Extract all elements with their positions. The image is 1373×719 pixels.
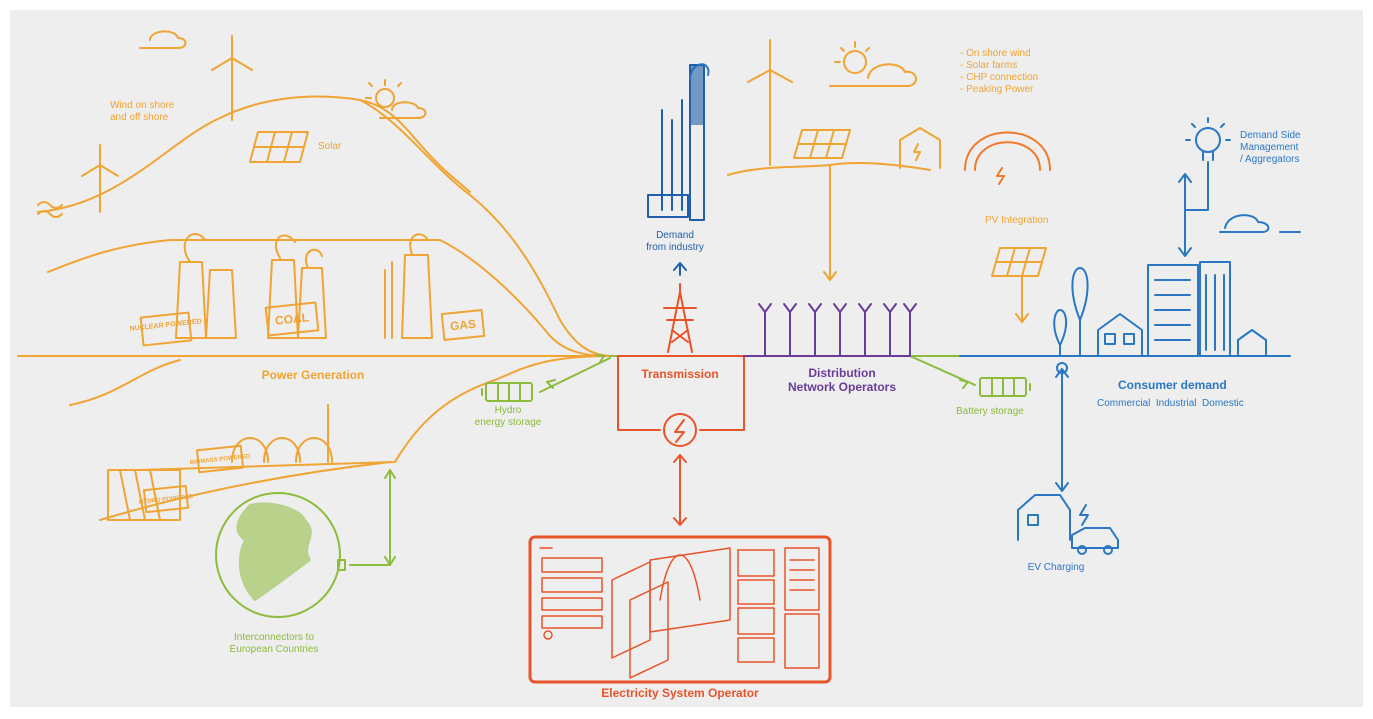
transmission-label: Transmission (641, 367, 719, 381)
hydro-sign (142, 484, 190, 514)
office-building-icon (1147, 261, 1231, 357)
nuclear-sign (139, 311, 193, 347)
lightbulb-icon (1185, 117, 1231, 161)
tree-icon (1053, 267, 1089, 357)
ev-link-arrow (1055, 368, 1069, 492)
interconnector-arrows (384, 469, 396, 566)
peaking-plant-icon (964, 131, 1051, 185)
distribution-pole-row (758, 303, 917, 357)
power-generation-label: Power Generation (261, 368, 365, 382)
cloud-icon (139, 30, 187, 49)
gas-sign-label: GAS (449, 317, 476, 334)
dno-down-arrow (823, 164, 837, 281)
house-icon (1237, 329, 1267, 357)
house-icon (1017, 494, 1071, 541)
sun-icon (834, 41, 870, 74)
consumer-types-label: Commercial Industrial Domestic (1097, 398, 1244, 409)
biomass-plant-icon (231, 404, 333, 463)
hydro-storage-arrows (546, 354, 605, 389)
chimney-icon (384, 233, 433, 339)
industry-chimney-fill (690, 65, 704, 125)
lightning-bolt (674, 419, 685, 443)
transmission-loop (617, 355, 745, 431)
eso-label: Electricity System Operator (601, 686, 759, 700)
wind-turbine-icon (81, 144, 119, 213)
pylon-icon (663, 283, 697, 353)
top-hill-line (37, 95, 471, 213)
solar-panel-icon (793, 129, 851, 159)
demand-side-label: Demand Side Management / Aggregators (1240, 130, 1301, 165)
house-icon (1097, 313, 1143, 357)
ev-charging-label: EV Charging (1027, 562, 1085, 573)
gas-sign (440, 308, 486, 342)
europe-map-icon (236, 502, 312, 601)
lower-hill-line (69, 359, 181, 406)
biomass-sign (195, 444, 245, 474)
pv-integration-label: PV Integration (985, 215, 1049, 226)
hydro-branch-line (99, 461, 391, 521)
wind-turbine-icon (211, 35, 253, 121)
chp-building-icon (899, 127, 941, 169)
biomass-branch-line (139, 355, 611, 471)
cloud-icon (829, 63, 917, 87)
interconnectors-label: Interconnectors to European Countries (229, 632, 319, 655)
diagram-background (10, 10, 1363, 707)
wind-turbine-icon (747, 39, 793, 166)
battery-icon (481, 382, 533, 402)
cooling-tower-icon (175, 233, 237, 339)
globe-icon (215, 492, 341, 618)
electric-car-icon (1071, 504, 1119, 555)
solar-label: Solar (318, 141, 342, 152)
coal-sign-label: COAL (274, 310, 309, 327)
solar-panel-icon (991, 247, 1047, 323)
distribution-label: Distribution Network Operators (787, 366, 897, 394)
coal-sign (264, 301, 320, 337)
dashboard-panels (539, 547, 820, 679)
cooling-tower-icon (267, 234, 327, 339)
cloud-icon (1219, 214, 1270, 233)
lightning-icon (663, 413, 697, 447)
middle-hill-line (47, 239, 611, 357)
hydro-sign-label: HYDRO POWERED (139, 494, 194, 506)
battery-storage-label: Battery storage (956, 406, 1024, 417)
demand-industry-label: Demand from industry (646, 230, 704, 253)
hydro-storage-label: Hydro energy storage (474, 405, 542, 428)
solar-panel-icon (249, 131, 309, 163)
sea-wave-icon (37, 201, 63, 218)
demand-side-arrow (1178, 161, 1209, 257)
eso-link-arrow (673, 454, 687, 526)
consumer-demand-label: Consumer demand (1118, 378, 1227, 392)
battery-storage-arrow (959, 379, 969, 389)
dashboard-icon (528, 535, 832, 684)
sun-icon (365, 79, 427, 119)
dno-generation-list: - On shore wind - Solar farms - CHP conn… (960, 48, 1039, 95)
battery-icon (979, 377, 1031, 397)
solar-to-grid-line (359, 99, 611, 357)
wind-label: Wind on shore and off shore (110, 100, 175, 123)
